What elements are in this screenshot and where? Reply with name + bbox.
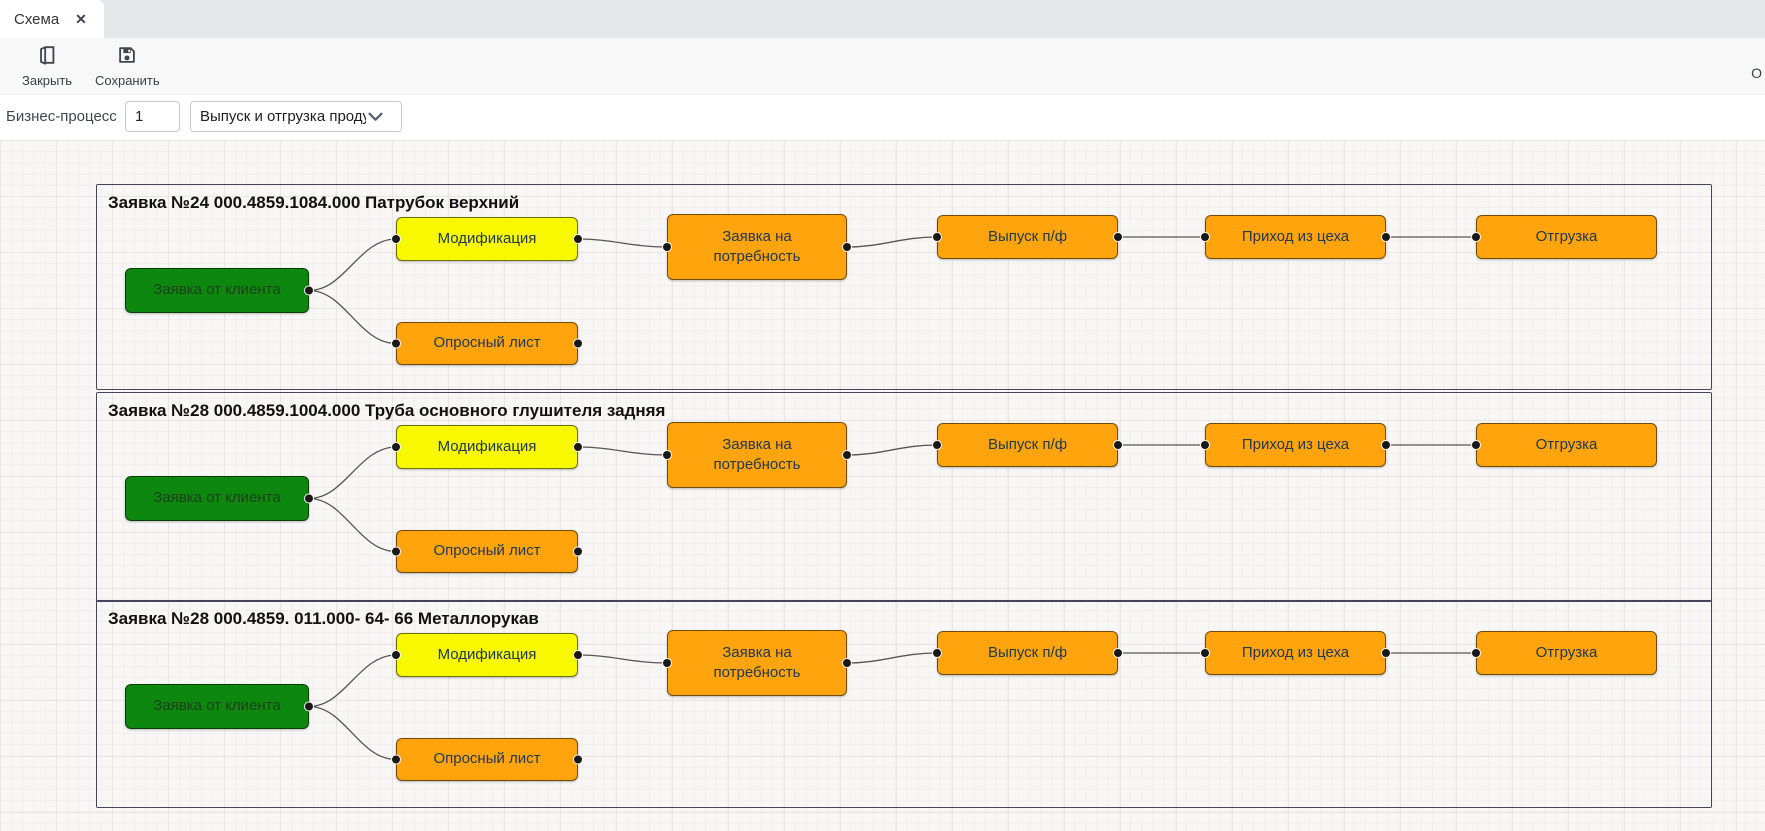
save-icon — [116, 44, 138, 71]
process-number-input[interactable] — [125, 101, 180, 132]
toolbar-overflow-text: O — [1751, 65, 1762, 81]
lane-title: Заявка №28 000.4859.1004.000 Труба основ… — [108, 401, 666, 420]
node-questionnaire[interactable]: Опросный лист — [396, 738, 578, 781]
node-shipment[interactable]: Отгрузка — [1476, 423, 1657, 467]
tab-bar: Схема ✕ — [0, 0, 1765, 38]
node-modification[interactable]: Модификация — [396, 633, 578, 677]
process-select-value: Выпуск и отгрузка проду — [200, 108, 366, 125]
node-client-request[interactable]: Заявка от клиента — [125, 684, 309, 729]
node-semi-output[interactable]: Выпуск п/ф — [937, 423, 1118, 467]
connector-wires — [304, 232, 1481, 349]
node-modification[interactable]: Модификация — [396, 425, 578, 469]
lane-order-2[interactable]: Заявка №28 000.4859.1004.000 Труба основ… — [96, 392, 1712, 602]
process-select[interactable]: Выпуск и отгрузка проду — [190, 101, 402, 132]
node-modification[interactable]: Модификация — [396, 217, 578, 261]
process-form-row: Бизнес-процесс Выпуск и отгрузка проду — [0, 95, 1765, 140]
node-shop-arrival[interactable]: Приход из цеха — [1205, 423, 1386, 467]
connector-wires — [304, 440, 1481, 557]
process-label: Бизнес-процесс — [6, 108, 117, 125]
save-button[interactable]: Сохранить — [95, 44, 160, 88]
close-button-label: Закрыть — [22, 73, 73, 88]
node-demand-request[interactable]: Заявка на потребность — [667, 214, 847, 280]
connector-wires — [304, 648, 1481, 765]
node-shop-arrival[interactable]: Приход из цеха — [1205, 215, 1386, 259]
close-tab-icon[interactable]: ✕ — [75, 11, 87, 27]
node-semi-output[interactable]: Выпуск п/ф — [937, 215, 1118, 259]
chevron-down-icon — [368, 112, 383, 122]
lane-title: Заявка №28 000.4859. 011.000- 64- 66 Мет… — [108, 609, 539, 628]
node-questionnaire[interactable]: Опросный лист — [396, 530, 578, 573]
node-shipment[interactable]: Отгрузка — [1476, 631, 1657, 675]
diagram-canvas[interactable]: Заявка №24 000.4859.1084.000 Патрубок ве… — [0, 140, 1765, 831]
door-icon — [36, 44, 58, 71]
tab-schema-label: Схема — [14, 10, 60, 28]
tab-schema[interactable]: Схема ✕ — [0, 0, 104, 38]
node-demand-request[interactable]: Заявка на потребность — [667, 630, 847, 696]
node-client-request[interactable]: Заявка от клиента — [125, 268, 309, 313]
node-shipment[interactable]: Отгрузка — [1476, 215, 1657, 259]
lane-order-1[interactable]: Заявка №24 000.4859.1084.000 Патрубок ве… — [96, 184, 1712, 390]
save-button-label: Сохранить — [95, 73, 160, 88]
lane-order-3[interactable]: Заявка №28 000.4859. 011.000- 64- 66 Мет… — [96, 600, 1712, 808]
toolbar: Закрыть Сохранить O — [0, 38, 1765, 95]
node-demand-request[interactable]: Заявка на потребность — [667, 422, 847, 488]
node-semi-output[interactable]: Выпуск п/ф — [937, 631, 1118, 675]
close-button[interactable]: Закрыть — [22, 44, 72, 88]
node-shop-arrival[interactable]: Приход из цеха — [1205, 631, 1386, 675]
node-questionnaire[interactable]: Опросный лист — [396, 322, 578, 365]
lane-title: Заявка №24 000.4859.1084.000 Патрубок ве… — [108, 193, 520, 212]
node-client-request[interactable]: Заявка от клиента — [125, 476, 309, 521]
